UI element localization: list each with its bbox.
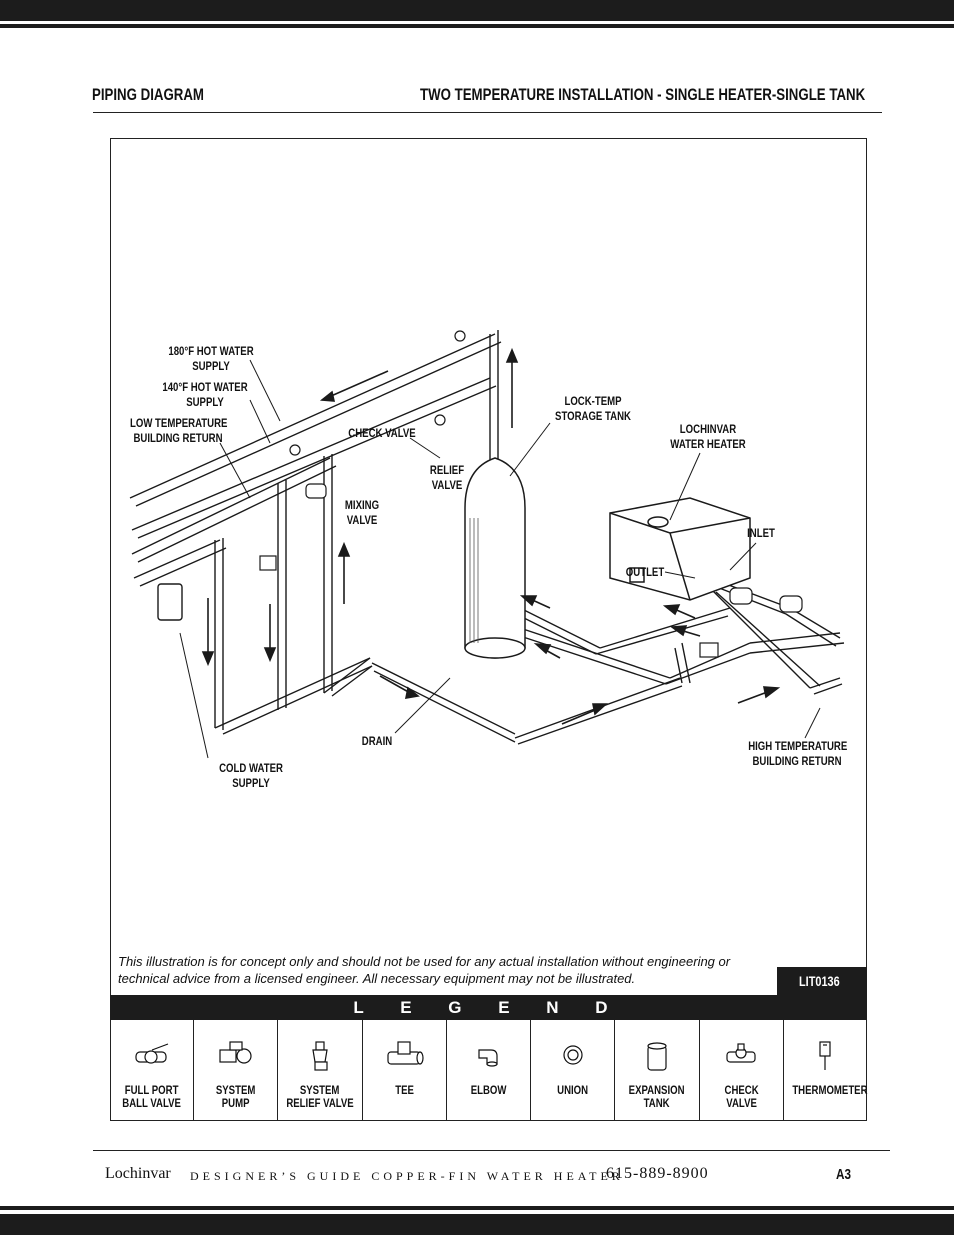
thermometer-icon xyxy=(819,1041,831,1070)
legend-title: L E G E N D xyxy=(353,998,624,1017)
check-valve-icon xyxy=(726,1043,756,1063)
section-title: PIPING DIAGRAM xyxy=(92,85,204,104)
disclaimer-text: This illustration is for concept only an… xyxy=(118,954,731,986)
label-water-heater: LOCHINVAR WATER HEATER xyxy=(670,422,746,451)
water-heater xyxy=(609,497,751,601)
legend-check-valve: CHECK VALVE xyxy=(700,1020,784,1121)
label-hot-140: 140°F HOT WATER SUPPLY xyxy=(162,380,248,409)
page-title: TWO TEMPERATURE INSTALLATION - SINGLE HE… xyxy=(420,85,866,104)
bottom-bar-thin xyxy=(0,1206,954,1210)
legend-elbow: ELBOW xyxy=(447,1020,532,1121)
label-drain: DRAIN xyxy=(361,734,393,748)
footer-rule xyxy=(93,1150,890,1151)
page-number: A3 xyxy=(836,1166,851,1183)
legend-label: ELBOW xyxy=(470,1083,507,1097)
legend-ball-valve: FULL PORT BALL VALVE xyxy=(110,1020,195,1121)
top-bar-thick xyxy=(0,0,954,21)
label-inlet: INLET xyxy=(747,526,775,540)
union-icon xyxy=(563,1045,583,1065)
header-rule xyxy=(93,112,882,113)
lit-code: LIT0136 xyxy=(799,973,840,989)
footer-brand: Lochinvar xyxy=(105,1165,171,1182)
legend-label: SYSTEM PUMP xyxy=(216,1083,256,1110)
footer-phone: 615-889-8900 xyxy=(606,1165,709,1182)
storage-tank-shading xyxy=(469,518,479,643)
legend-pump: SYSTEM PUMP xyxy=(194,1020,279,1121)
legend-title-bar: L E G E N D xyxy=(110,995,867,1020)
tee-icon xyxy=(387,1041,424,1065)
label-cold-supply: COLD WATER SUPPLY xyxy=(219,761,283,790)
legend-row: FULL PORT BALL VALVE SYSTEM PUMP SYSTEM … xyxy=(110,1020,867,1121)
label-mixing-valve: MIXING VALVE xyxy=(344,498,380,527)
legend-label: TEE xyxy=(394,1083,414,1097)
expansion-tank-icon xyxy=(647,1042,667,1071)
legend-label: FULL PORT BALL VALVE xyxy=(122,1083,181,1110)
label-check-valve: CHECK VALVE xyxy=(348,426,416,440)
legend-label: UNION xyxy=(557,1083,589,1097)
label-low-return: LOW TEMPERATURE BUILDING RETURN xyxy=(130,416,228,445)
expansion-tank xyxy=(157,583,183,621)
legend-thermometer: THERMOMETER xyxy=(784,1020,867,1121)
label-storage-tank: LOCK-TEMP STORAGE TANK xyxy=(555,394,631,423)
relief-valve-icon xyxy=(312,1041,328,1071)
legend-expansion-tank: EXPANSION TANK xyxy=(615,1020,700,1121)
lit-code-badge: LIT0136 xyxy=(777,967,867,995)
diagram-frame xyxy=(110,138,867,1121)
storage-tank xyxy=(464,457,526,659)
label-high-return: HIGH TEMPERATURE BUILDING RETURN xyxy=(748,739,848,768)
legend-label: SYSTEM RELIEF VALVE xyxy=(286,1083,355,1110)
pump-icon xyxy=(219,1041,252,1064)
legend-union: UNION xyxy=(531,1020,616,1121)
piping-diagram xyxy=(129,330,845,759)
elbow-icon xyxy=(478,1049,499,1067)
legend-label: EXPANSION TANK xyxy=(628,1083,685,1110)
legend-tee: TEE xyxy=(363,1020,447,1121)
label-outlet: OUTLET xyxy=(625,565,665,579)
legend-relief-valve: SYSTEM RELIEF VALVE xyxy=(278,1020,363,1121)
legend-label: THERMOMETER xyxy=(792,1083,868,1097)
label-relief-valve: RELIEF VALVE xyxy=(429,463,465,492)
top-bar-thin xyxy=(0,24,954,28)
bottom-bar-thick xyxy=(0,1214,954,1235)
label-hot-180: 180°F HOT WATER SUPPLY xyxy=(168,344,254,373)
footer-subtitle: DESIGNER’S GUIDE COPPER-FIN WATER HEATER xyxy=(190,1169,624,1183)
legend-label: CHECK VALVE xyxy=(724,1083,759,1110)
ball-valve-icon xyxy=(135,1043,168,1064)
